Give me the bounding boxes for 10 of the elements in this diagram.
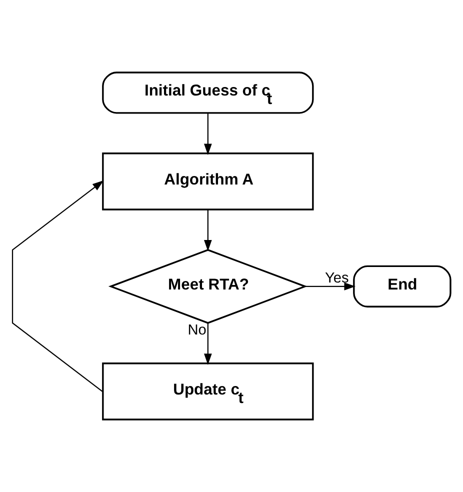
arrow <box>204 323 212 365</box>
arrow <box>204 210 212 252</box>
edge-label: Yes <box>324 270 349 286</box>
arrow <box>305 282 356 290</box>
node-box: Algorithm A <box>102 152 314 210</box>
node-box: End <box>353 265 452 308</box>
arrow <box>12 180 104 392</box>
node-diamond: Meet RTA? <box>108 249 308 324</box>
edge-label: No <box>188 322 206 339</box>
arrow <box>204 113 212 155</box>
